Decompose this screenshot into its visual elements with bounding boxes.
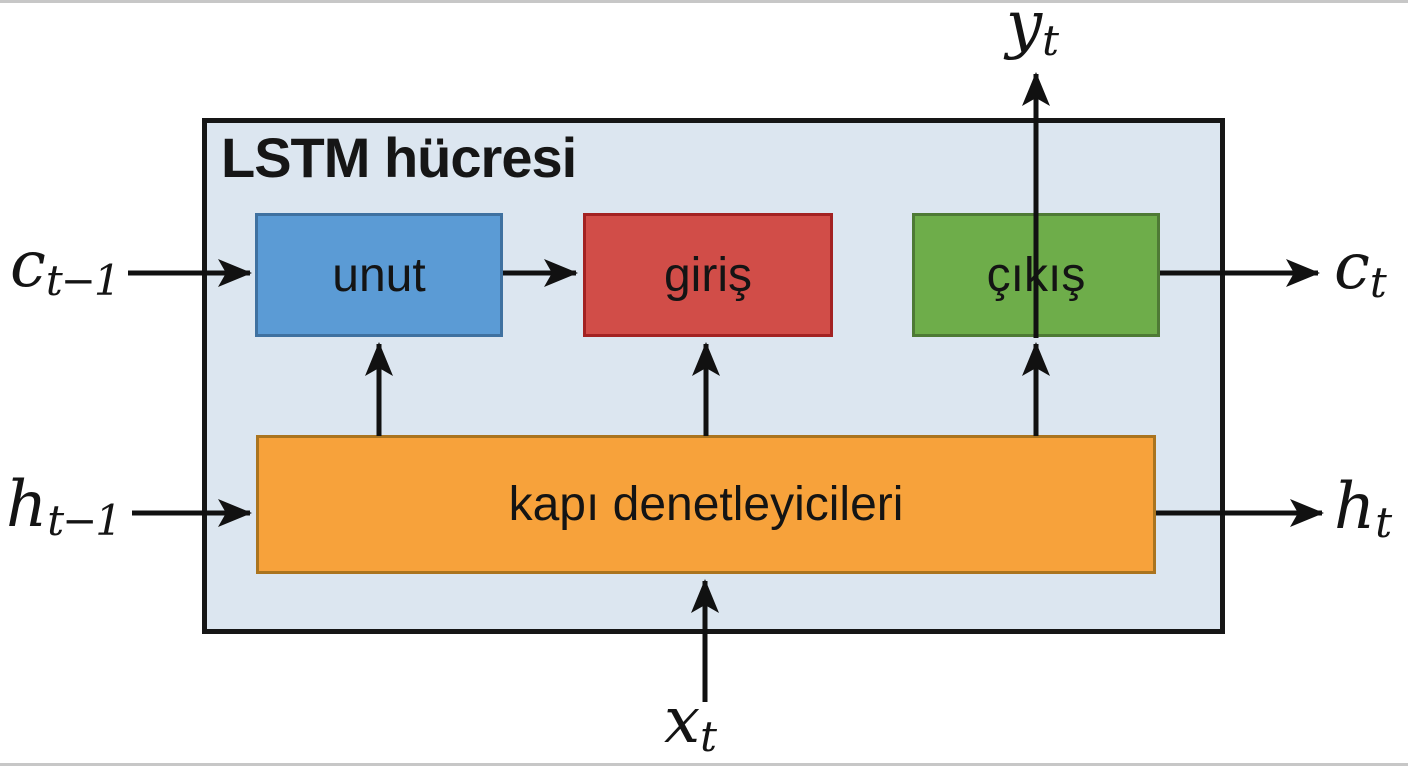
node-forget-gate: unut [255, 213, 503, 337]
label-x-in: xt [664, 684, 717, 760]
node-input-gate: giriş [583, 213, 833, 337]
label-x-in-base: x [664, 684, 701, 758]
label-y-out: yt [1006, 0, 1059, 64]
node-output-gate: çıkış [912, 213, 1160, 337]
label-c-prev: ct−1 [10, 228, 121, 304]
label-c-next-base: c [1334, 230, 1370, 304]
label-h-prev-sub: t−1 [47, 496, 122, 546]
label-c-prev-sub: t−1 [45, 256, 121, 306]
label-x-in-sub: t [700, 712, 717, 762]
cell-title: LSTM hücresi [221, 126, 577, 189]
top-edge-artifact [0, 0, 1408, 3]
label-h-prev-base: h [6, 468, 48, 542]
label-c-prev-base: c [10, 228, 46, 302]
bottom-edge-artifact [0, 763, 1408, 766]
label-y-out-base: y [1006, 0, 1043, 62]
node-gate-controllers: kapı denetleyicileri [256, 435, 1156, 574]
label-c-next: ct [1334, 230, 1387, 306]
label-y-out-sub: t [1042, 16, 1059, 66]
label-h-next-sub: t [1375, 498, 1392, 548]
label-h-next: ht [1334, 470, 1392, 546]
label-h-prev: ht−1 [6, 468, 122, 544]
label-c-next-sub: t [1369, 258, 1387, 308]
label-h-next-base: h [1334, 470, 1376, 544]
